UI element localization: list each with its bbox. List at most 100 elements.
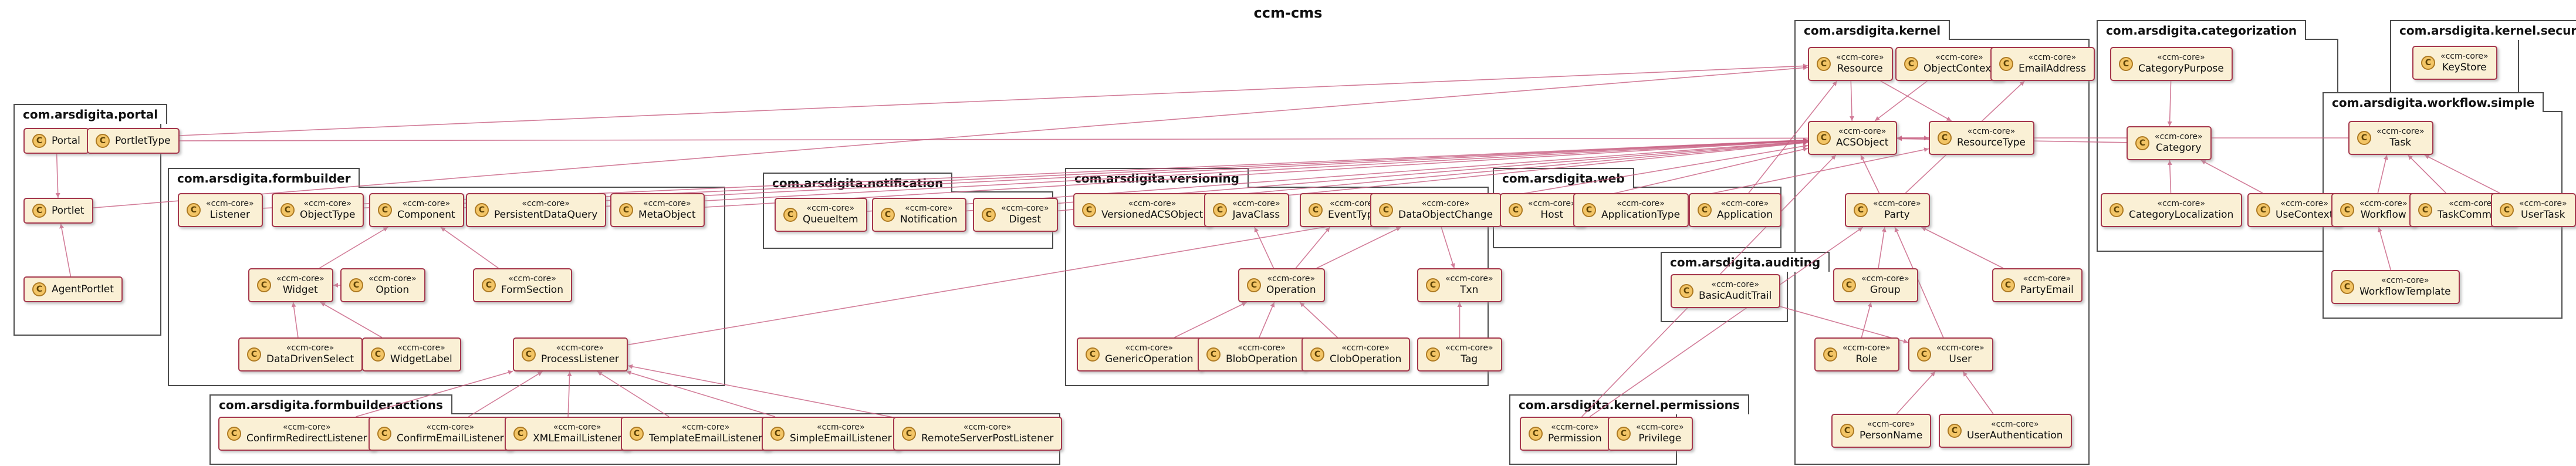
edge-Widget-Component — [319, 227, 388, 269]
class-icon: C — [32, 204, 46, 218]
package-tab-com-arsdigita-kernel-permissions: com.arsdigita.kernel.permissions — [1509, 394, 1749, 414]
class-name: Privilege — [1638, 433, 1682, 444]
class-text: «ccm-core»DataObjectChange — [1398, 199, 1493, 221]
class-CategoryPurpose: C«ccm-core»CategoryPurpose — [2110, 47, 2233, 81]
class-name: Task — [2389, 137, 2412, 148]
class-stereotype: «ccm-core» — [1843, 343, 1891, 353]
class-DataDrivenSelect: C«ccm-core»DataDrivenSelect — [238, 337, 363, 372]
class-DataObjectChange: C«ccm-core»DataObjectChange — [1370, 193, 1502, 227]
class-stereotype: «ccm-core» — [681, 423, 730, 432]
class-icon: C — [1679, 284, 1693, 298]
package-tab-com-arsdigita-kernel: com.arsdigita.kernel — [1794, 20, 1950, 40]
edge-AgentPortlet-Portlet — [59, 223, 72, 277]
class-name: Application — [1717, 209, 1773, 221]
class-Task: C«ccm-core»Task — [2348, 121, 2433, 155]
class-name: Operation — [1266, 284, 1316, 296]
class-icon: C — [1086, 347, 1100, 362]
class-ResourceType: C «ccm-core»ResourceType — [1929, 121, 2035, 155]
class-text: «ccm-core»BlobOperation — [1226, 343, 1297, 366]
class-icon: C — [1213, 203, 1227, 217]
class-text: «ccm-core»GenericOperation — [1105, 343, 1194, 366]
class-stereotype: «ccm-core» — [1125, 343, 1174, 353]
edge-ConfirmEmailListener-ProcessListener — [468, 371, 543, 417]
edge-DataDrivenSelect-Widget — [291, 302, 299, 338]
diagram-title: ccm-cms — [1253, 5, 1323, 21]
class-icon: C — [2500, 203, 2514, 217]
class-text: «ccm-core»Tag — [1445, 343, 1493, 366]
class-name: Category — [2155, 142, 2202, 154]
edge-ClobOperation-Operation — [1299, 302, 1338, 338]
class-name: VersionedACSObject — [1101, 209, 1204, 221]
edge-VersionedACSObject-ACSObject — [1211, 140, 1808, 204]
package-name: com.arsdigita.kernel.permissions — [1519, 398, 1740, 412]
class-ConfirmRedirectListener: C«ccm-core»ConfirmRedirectListener — [218, 417, 376, 451]
class-stereotype: «ccm-core» — [303, 199, 351, 208]
class-name: Notification — [900, 214, 958, 225]
class-name: Portlet — [52, 204, 84, 217]
class-Group: C«ccm-core»Group — [1833, 268, 1918, 302]
package-name: com.arsdigita.auditing — [1670, 255, 1821, 269]
class-text: «ccm-core»Option — [369, 274, 417, 296]
edge-XMLEmailListener-ProcessListener — [567, 371, 572, 417]
class-stereotype: «ccm-core» — [1838, 127, 1887, 136]
class-name: MetaObject — [638, 209, 696, 221]
class-icon: C — [371, 347, 385, 362]
class-name: Party — [1884, 209, 1910, 221]
class-icon: C — [32, 282, 46, 296]
class-icon: C — [1823, 347, 1837, 362]
edge-ObjectContext-ACSObject — [1874, 80, 1928, 121]
class-Tag: C«ccm-core»Tag — [1417, 337, 1502, 372]
edge-Party-ACSObject — [1860, 154, 1880, 194]
class-text: «ccm-core»UseContext — [2276, 199, 2333, 221]
class-Party: C«ccm-core»Party — [1845, 193, 1930, 227]
class-icon: C — [1840, 424, 1854, 438]
class-Notification: C«ccm-core»Notification — [872, 198, 966, 232]
class-icon: C — [1904, 57, 1918, 71]
class-text: «ccm-core»BasicAuditTrail — [1699, 280, 1772, 302]
class-icon: C — [257, 278, 271, 292]
class-Resource: C«ccm-core»Resource — [1808, 47, 1893, 81]
class-Digest: C«ccm-core»Digest — [973, 198, 1058, 232]
class-name: UseContext — [2276, 209, 2334, 221]
class-WorkflowTemplate: C«ccm-core»WorkflowTemplate — [2331, 270, 2460, 304]
class-name: ConfirmRedirectListener — [246, 433, 367, 444]
class-text: «ccm-core»ResourceType — [1957, 127, 2026, 149]
edge-TemplateEmailListener-ProcessListener — [597, 371, 670, 417]
class-text: «ccm-core»TemplateEmailListener — [649, 423, 762, 445]
class-stereotype: «ccm-core» — [2376, 127, 2425, 136]
edge-Resource-ACSObject — [1849, 80, 1854, 121]
class-stereotype: «ccm-core» — [1836, 53, 1884, 62]
class-text: «ccm-core»PersonName — [1860, 420, 1922, 442]
class-icon: C — [783, 208, 797, 222]
class-text: «ccm-core»XMLEmailListener — [533, 423, 621, 445]
class-PartyEmail: C«ccm-core»PartyEmail — [1992, 268, 2083, 302]
package-tab-com-arsdigita-web: com.arsdigita.web — [1493, 168, 1634, 188]
class-icon: C — [1842, 278, 1856, 292]
class-icon: C — [1938, 131, 1952, 145]
class-icon: C — [902, 427, 916, 441]
edge-UserAuthentication-User — [1962, 371, 1994, 414]
class-text: «ccm-core»MetaObject — [638, 199, 696, 221]
class-text: «ccm-core»Application — [1717, 199, 1773, 221]
class-stereotype: «ccm-core» — [1128, 199, 1177, 208]
class-text: «ccm-core»Operation — [1266, 274, 1316, 296]
class-icon: C — [2340, 203, 2354, 217]
class-ProcessListener: C«ccm-core»ProcessListener — [513, 337, 628, 372]
class-text: «ccm-core»WidgetLabel — [390, 343, 452, 366]
edge-DataObjectChange-Txn — [1441, 227, 1455, 269]
class-name: SimpleEmailListener — [790, 433, 892, 444]
class-icon: C — [1948, 424, 1962, 438]
class-QueueItem: C«ccm-core»QueueItem — [775, 198, 867, 232]
package-tab-com-arsdigita-auditing: com.arsdigita.auditing — [1661, 252, 1830, 272]
package-tab-com-arsdigita-notification: com.arsdigita.notification — [763, 173, 953, 193]
class-text: «ccm-core»Notification — [900, 204, 958, 226]
class-icon: C — [475, 203, 489, 217]
package-name: com.arsdigita.formbuilder — [177, 171, 351, 185]
package-tab-com-arsdigita-portal: com.arsdigita.portal — [13, 104, 168, 124]
class-text: «ccm-core»JavaClass — [1232, 199, 1280, 221]
package-name: com.arsdigita.web — [1502, 171, 1625, 185]
edge-Workflow-Task — [2377, 154, 2388, 194]
class-text: «ccm-core»EmailAddress — [2019, 53, 2086, 75]
